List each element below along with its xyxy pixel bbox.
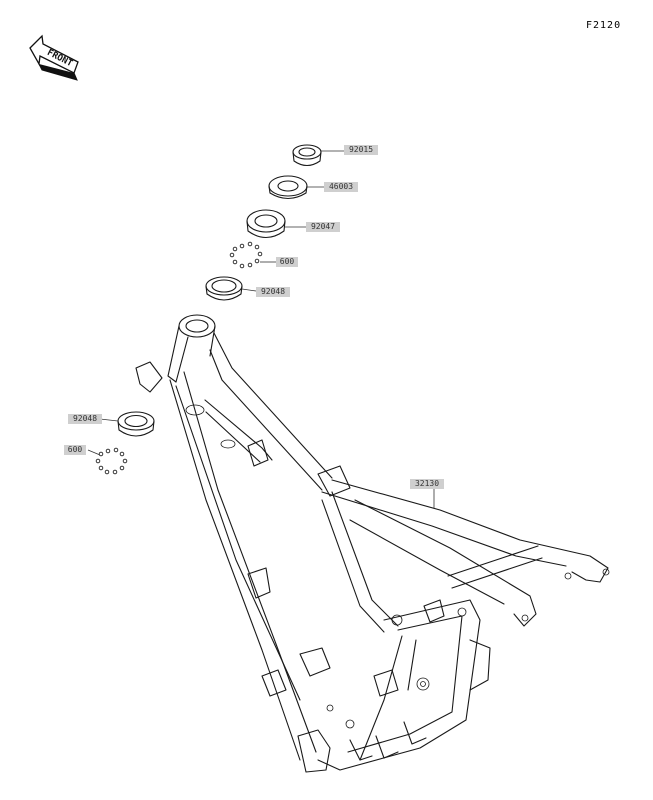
- part-label-92047: 92047: [306, 222, 340, 232]
- part-92048-upper-drawing: [205, 276, 243, 301]
- part-label-92048-lower: 92048: [68, 414, 102, 424]
- part-92015-drawing: [292, 144, 322, 167]
- part-600-balls-lower: [95, 447, 128, 475]
- part-label-46003: 46003: [324, 182, 358, 192]
- part-label-32130: 32130: [410, 479, 444, 489]
- front-arrow-icon: FRONT: [29, 34, 79, 81]
- part-92047-drawing: [246, 209, 286, 239]
- part-92048-lower-drawing: [117, 411, 155, 437]
- part-label-92015: 92015: [344, 145, 378, 155]
- part-label-600-upper: 600: [276, 257, 298, 267]
- part-600-balls-upper: [229, 241, 263, 269]
- figure-number: F2120: [586, 20, 622, 31]
- frame-32130-drawing: [135, 314, 610, 773]
- part-label-92048-upper: 92048: [256, 287, 290, 297]
- part-label-600-lower: 600: [64, 445, 86, 455]
- part-46003-drawing: [268, 175, 308, 200]
